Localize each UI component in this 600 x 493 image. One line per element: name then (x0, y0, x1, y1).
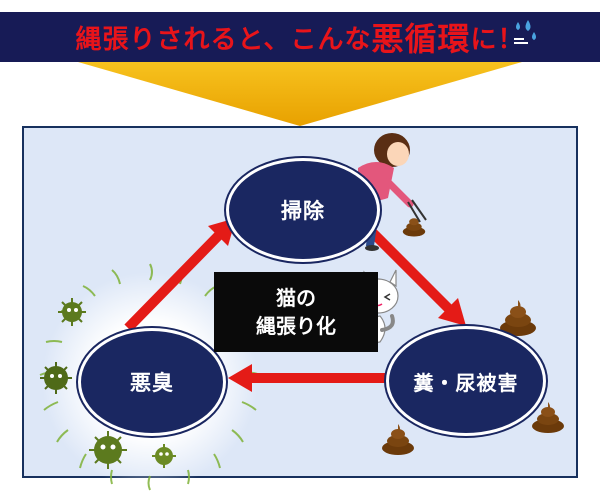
banner-title: 縄張りされると、こんな 悪循環 に！ (0, 12, 600, 62)
center-label-box: 猫の 縄張り化 (214, 272, 378, 352)
arrow-cleaning-to-damage (368, 228, 466, 326)
banner-title-emphasis: 悪循環 (371, 20, 471, 58)
banner-title-prefix: 縄張りされると、こんな (75, 24, 372, 55)
center-label-line1: 猫の (276, 286, 316, 310)
node-waste-damage: 糞・尿被害 (386, 326, 546, 436)
poop-icon (382, 218, 564, 455)
center-label-line2: 縄張り化 (256, 314, 336, 338)
node-odor-label: 悪臭 (130, 371, 174, 395)
down-arrow-icon (78, 62, 522, 126)
germ-icon (40, 298, 176, 469)
node-odor: 悪臭 (78, 328, 226, 436)
sweat-drops-icon (514, 20, 536, 44)
node-waste-damage-label: 糞・尿被害 (413, 370, 519, 395)
arrow-damage-to-odor (228, 364, 390, 392)
node-cleaning: 掃除 (226, 158, 380, 262)
node-cleaning-label: 掃除 (281, 199, 325, 223)
header-banner: 縄張りされると、こんな 悪循環 に！ (0, 0, 600, 62)
banner-bar (0, 12, 600, 62)
